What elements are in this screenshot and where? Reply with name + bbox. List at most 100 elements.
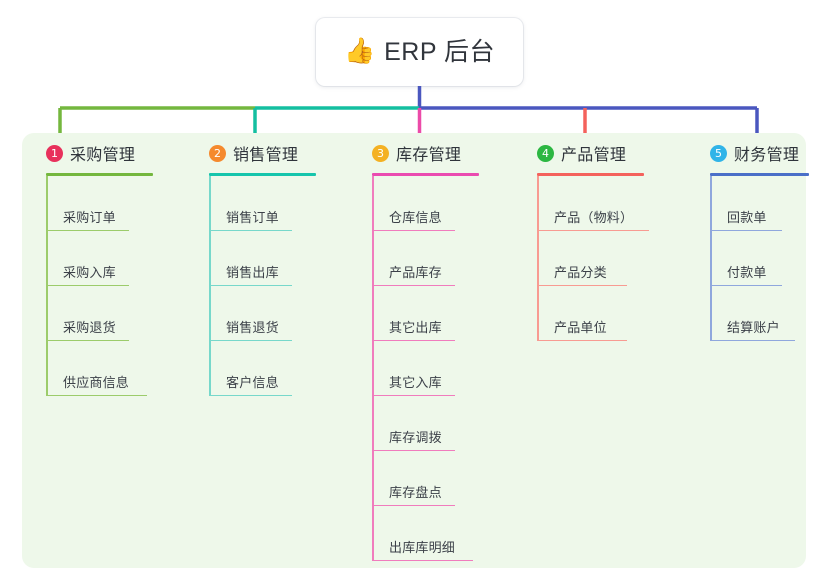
list-item-label: 产品单位 <box>554 320 607 335</box>
list-item-label: 其它出库 <box>389 320 442 335</box>
list-item-label: 回款单 <box>727 210 767 225</box>
column-3: 3 库存管理仓库信息产品库存其它出库其它入库库存调拨库存盘点出库库明细 <box>354 133 479 561</box>
list-item[interactable]: 产品分类 <box>519 231 644 286</box>
list-item[interactable]: 回款单 <box>692 176 809 231</box>
list-item-underline <box>372 229 455 231</box>
list-item-label: 采购订单 <box>63 210 116 225</box>
column-badge-1: 1 <box>46 144 63 162</box>
column-2: 2 销售管理销售订单销售出库销售退货客户信息 <box>191 133 316 396</box>
column-4: 4 产品管理产品（物料） 产品分类产品单位 <box>519 133 649 341</box>
column-underline-4 <box>537 173 644 176</box>
list-item[interactable]: 供应商信息 <box>28 341 153 396</box>
column-underline-3 <box>372 173 479 176</box>
list-item[interactable]: 其它入库 <box>354 341 479 396</box>
column-spine-3 <box>372 176 374 561</box>
column-body-5: 回款单付款单结算账户 <box>692 176 809 341</box>
list-item[interactable]: 结算账户 <box>692 286 809 341</box>
list-item-underline <box>710 284 782 286</box>
list-item-underline <box>209 339 292 341</box>
column-header-1[interactable]: 1 采购管理 <box>28 133 153 173</box>
column-badge-5: 5 <box>710 144 727 162</box>
list-item[interactable]: 产品单位 <box>519 286 644 341</box>
root-node[interactable]: 👍 ERP 后台 <box>316 18 523 86</box>
list-item-underline <box>372 339 455 341</box>
column-underline-2 <box>209 173 316 176</box>
column-1: 1 采购管理采购订单采购入库采购退货供应商信息 <box>28 133 153 396</box>
column-body-1: 采购订单采购入库采购退货供应商信息 <box>28 176 153 396</box>
column-header-5[interactable]: 5 财务管理 <box>692 133 809 173</box>
list-item-underline <box>209 229 292 231</box>
list-item-label: 产品（物料） <box>554 210 634 225</box>
column-header-4[interactable]: 4 产品管理 <box>519 133 644 173</box>
list-item-underline <box>710 339 795 341</box>
list-item-label: 库存调拨 <box>389 430 442 445</box>
list-item-underline <box>209 284 292 286</box>
list-item-label: 供应商信息 <box>63 375 130 390</box>
list-item-underline <box>372 284 455 286</box>
column-header-3[interactable]: 3 库存管理 <box>354 133 479 173</box>
list-item[interactable]: 采购退货 <box>28 286 153 341</box>
list-item[interactable]: 库存调拨 <box>354 396 479 451</box>
list-item-label: 客户信息 <box>226 375 279 390</box>
list-item-underline <box>537 284 627 286</box>
list-item-underline <box>372 394 455 396</box>
list-item-underline <box>537 229 649 231</box>
list-item[interactable]: 库存盘点 <box>354 451 479 506</box>
column-title-1: 采购管理 <box>70 147 136 164</box>
column-body-4: 产品（物料） 产品分类产品单位 <box>519 176 649 341</box>
column-title-2: 销售管理 <box>233 147 299 164</box>
list-item-label: 其它入库 <box>389 375 442 390</box>
list-item-label: 销售退货 <box>226 320 279 335</box>
list-item[interactable]: 付款单 <box>692 231 809 286</box>
list-item-label: 销售出库 <box>226 265 279 280</box>
list-item-underline <box>46 284 129 286</box>
column-title-5: 财务管理 <box>734 147 800 164</box>
column-badge-4: 4 <box>537 144 554 162</box>
list-item[interactable]: 销售退货 <box>191 286 316 341</box>
column-badge-2: 2 <box>209 144 226 162</box>
list-item-label: 产品分类 <box>554 265 607 280</box>
list-item[interactable]: 销售出库 <box>191 231 316 286</box>
thumbs-up-emoji: 👍 <box>343 37 376 65</box>
list-item-underline <box>46 394 147 396</box>
list-item[interactable]: 其它出库 <box>354 286 479 341</box>
list-item-label: 库存盘点 <box>389 485 442 500</box>
column-spine-4 <box>537 176 539 341</box>
list-item[interactable]: 客户信息 <box>191 341 316 396</box>
list-item-underline <box>372 449 455 451</box>
column-title-4: 产品管理 <box>561 147 627 164</box>
list-item-underline <box>372 504 455 506</box>
list-item-underline <box>537 339 627 341</box>
column-5: 5 财务管理回款单付款单结算账户 <box>692 133 809 341</box>
list-item[interactable]: 仓库信息 <box>354 176 479 231</box>
list-item-underline <box>46 229 129 231</box>
list-item[interactable]: 采购订单 <box>28 176 153 231</box>
root-node-title: ERP 后台 <box>384 37 496 66</box>
column-title-3: 库存管理 <box>396 147 462 164</box>
diagram-panel: 1 采购管理采购订单采购入库采购退货供应商信息 2 销售管理销售订单销售出库销售退货客… <box>22 133 809 568</box>
list-item-label: 付款单 <box>727 265 767 280</box>
list-item-label: 销售订单 <box>226 210 279 225</box>
list-item[interactable]: 出库库明细 <box>354 506 479 561</box>
list-item[interactable]: 采购入库 <box>28 231 153 286</box>
list-item[interactable]: 产品库存 <box>354 231 479 286</box>
column-body-3: 仓库信息产品库存其它出库其它入库库存调拨库存盘点出库库明细 <box>354 176 479 561</box>
list-item-underline <box>372 559 473 561</box>
column-spine-1 <box>46 176 48 396</box>
list-item-label: 仓库信息 <box>389 210 442 225</box>
list-item-label: 产品库存 <box>389 265 442 280</box>
list-item[interactable]: 销售订单 <box>191 176 316 231</box>
list-item-label: 采购入库 <box>63 265 116 280</box>
column-underline-1 <box>46 173 153 176</box>
list-item-label: 采购退货 <box>63 320 116 335</box>
list-item-underline <box>710 229 782 231</box>
list-item[interactable]: 产品（物料） <box>519 176 649 231</box>
list-item-label: 出库库明细 <box>389 540 456 555</box>
column-badge-3: 3 <box>372 144 389 162</box>
column-spine-2 <box>209 176 211 396</box>
column-body-2: 销售订单销售出库销售退货客户信息 <box>191 176 316 396</box>
list-item-underline <box>209 394 292 396</box>
list-item-underline <box>46 339 129 341</box>
column-spine-5 <box>710 176 712 341</box>
column-header-2[interactable]: 2 销售管理 <box>191 133 316 173</box>
